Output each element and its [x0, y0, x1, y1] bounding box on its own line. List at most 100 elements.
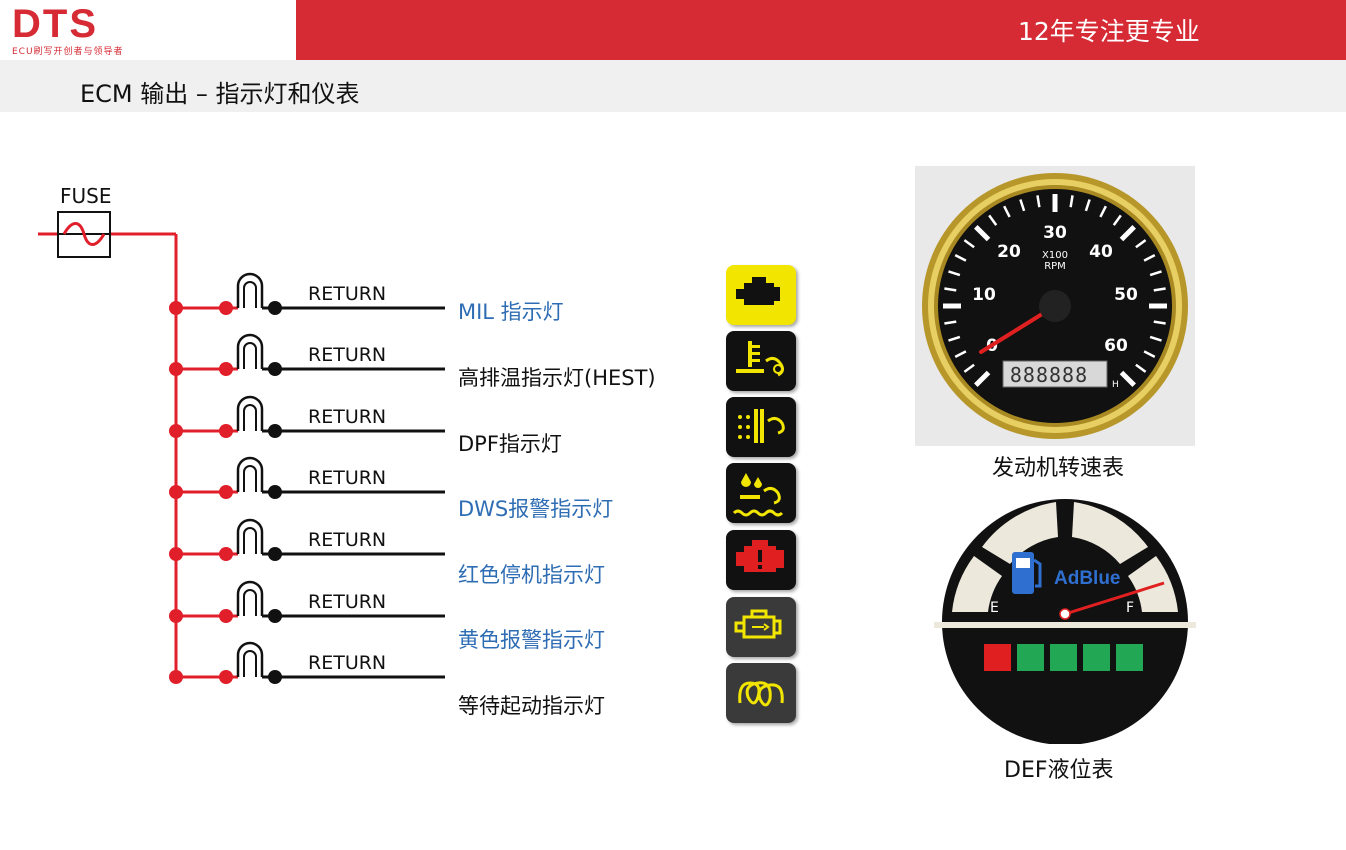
indicator-label: 高排温指示灯(HEST)	[458, 366, 656, 390]
tach-unit-bottom: RPM	[1044, 261, 1066, 272]
tach-tick	[1153, 320, 1166, 325]
tach-scale-10: 10	[972, 285, 996, 305]
tach-tick	[1019, 199, 1026, 212]
bus-node	[169, 424, 183, 438]
bus-node	[169, 609, 183, 623]
lamp-bulb	[236, 580, 264, 616]
lamp-node-black	[268, 362, 282, 376]
header-banner	[296, 0, 1346, 60]
lamp-filament	[243, 527, 257, 554]
title-bar	[0, 60, 1346, 112]
tach-tick	[1119, 225, 1136, 242]
tach-tick	[1003, 205, 1011, 218]
circuit-diagram: FUSE RETURNRETURNRETURNRETURNRETURNRETUR…	[38, 184, 445, 684]
lamp-node-red	[219, 609, 233, 623]
lamp-filament	[243, 589, 257, 616]
def-level-4	[1083, 644, 1110, 671]
tach-tick	[944, 320, 957, 325]
tachometer: 0 10 20 30 40 50 60 X100 RPM 888888 H	[915, 166, 1195, 446]
def-full-label: F	[1126, 600, 1134, 616]
lamp-node-black	[268, 670, 282, 684]
def-needle	[1064, 581, 1165, 616]
tach-tick	[1143, 254, 1156, 262]
lamp-bulb	[236, 456, 264, 492]
lamp-node-red	[219, 670, 233, 684]
lamp-bulb	[236, 333, 264, 369]
tach-tick	[988, 214, 998, 226]
def-arc-4	[1128, 556, 1178, 612]
red-stop-engine-icon	[726, 530, 796, 590]
return-label: RETURN	[308, 406, 386, 428]
logo-subtitle: ECU刷写开创者与领导者	[12, 47, 124, 57]
lamp-node-black	[268, 301, 282, 315]
tach-tick	[1112, 214, 1122, 226]
tach-tick	[1135, 239, 1147, 249]
wait-to-start-icon	[726, 663, 796, 723]
lamp-filament	[243, 281, 257, 308]
return-label: RETURN	[308, 652, 386, 674]
tachometer-caption: 发动机转速表	[992, 456, 1125, 481]
tach-tick	[1084, 199, 1091, 212]
tach-tick	[963, 239, 975, 249]
tach-scale-30: 30	[1043, 223, 1067, 243]
indicator-label: MIL 指示灯	[458, 300, 564, 324]
lamp-node-red	[219, 547, 233, 561]
tach-odometer	[1002, 360, 1108, 388]
return-label: RETURN	[308, 529, 386, 551]
dws-warning-icon	[726, 463, 796, 523]
tach-tick	[944, 287, 957, 292]
indicator-label: 黄色报警指示灯	[458, 628, 605, 652]
tach-tick	[1149, 335, 1162, 342]
lamp-filament	[243, 404, 257, 431]
def-level-5	[1116, 644, 1143, 671]
yellow-engine-warning-icon	[726, 597, 796, 657]
def-arc-1	[952, 556, 1002, 612]
bus-node	[169, 485, 183, 499]
tach-tick	[1143, 350, 1156, 358]
tach-tick	[948, 270, 961, 277]
tach-tick	[1149, 270, 1162, 277]
def-level-2	[1017, 644, 1044, 671]
page-title: ECM 输出 – 指示灯和仪表	[80, 80, 360, 108]
tach-tick	[1036, 195, 1041, 208]
def-empty-label: E	[990, 600, 999, 616]
tach-tick	[1153, 287, 1166, 292]
svg-text:H: H	[1112, 380, 1119, 390]
engine-check-icon	[726, 265, 796, 325]
lamp-filament	[243, 342, 257, 369]
lamp-node-black	[268, 609, 282, 623]
indicator-label: DWS报警指示灯	[458, 497, 614, 521]
fuel-pump-icon	[1012, 552, 1042, 594]
tach-tick	[954, 254, 967, 262]
lamp-node-red	[219, 301, 233, 315]
adblue-brand: AdBlue	[1054, 568, 1121, 589]
tach-tick	[1135, 363, 1147, 373]
lamp-bulb	[236, 272, 264, 308]
tach-tick	[1099, 205, 1107, 218]
def-level-1	[984, 644, 1011, 671]
return-label: RETURN	[308, 344, 386, 366]
tach-tick	[963, 363, 975, 373]
tach-unit-top: X100	[1042, 250, 1068, 261]
lamp-filament	[243, 465, 257, 492]
return-label: RETURN	[308, 283, 386, 305]
lamp-bulb	[236, 641, 264, 677]
tach-tick	[974, 225, 991, 242]
fuse-element	[62, 222, 106, 246]
return-label: RETURN	[308, 467, 386, 489]
bus-node	[169, 362, 183, 376]
def-arc-3	[1072, 502, 1148, 564]
header-slogan: 12年专注更专业	[1018, 17, 1200, 46]
def-level-3	[1050, 644, 1077, 671]
bus-node	[169, 301, 183, 315]
svg-text:888888: 888888	[1010, 363, 1088, 387]
def-gauge-caption: DEF液位表	[1004, 758, 1114, 783]
indicator-label: DPF指示灯	[458, 432, 562, 456]
lamp-node-red	[219, 485, 233, 499]
def-arc-2	[982, 502, 1058, 564]
indicator-label: 等待起动指示灯	[458, 694, 605, 718]
tach-scale-40: 40	[1089, 242, 1113, 262]
header-logo-area	[0, 0, 296, 60]
tach-tick	[1069, 195, 1074, 208]
bus-node	[169, 547, 183, 561]
